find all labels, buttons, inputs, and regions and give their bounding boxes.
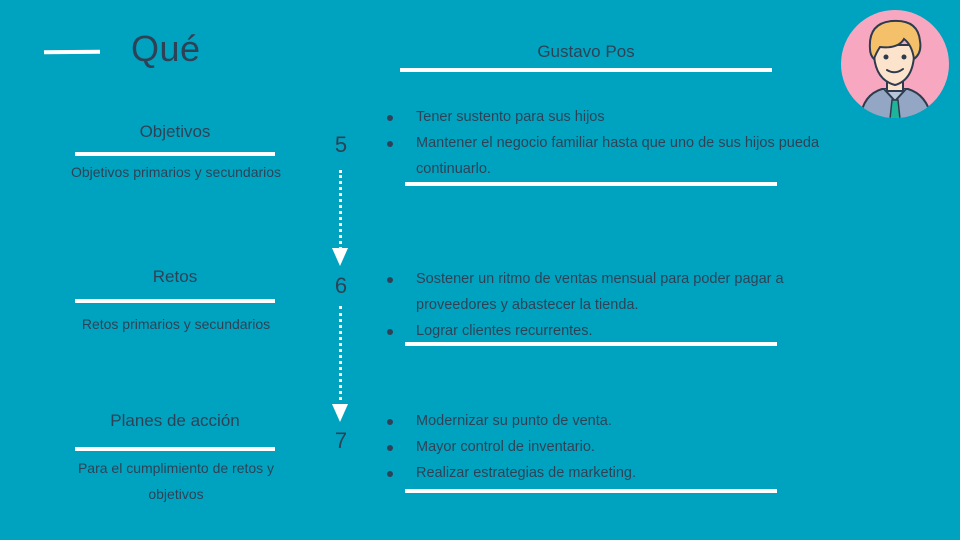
- section-description-retos: Retos primarios y secundarios: [81, 316, 271, 332]
- section-title-objetivos: Objetivos: [139, 122, 211, 141]
- title-dash-decoration: [43, 49, 101, 55]
- bullet-list-retos: Sostener un ritmo de ventas mensual para…: [384, 266, 864, 344]
- bullet-item: Lograr clientes recurrentes.: [384, 318, 864, 344]
- arrow-down-icon: [332, 248, 348, 266]
- arrow-down-icon: [332, 404, 348, 422]
- dotted-connector: [339, 306, 346, 400]
- section-description-planes: Para el cumplimiento de retos y objetivo…: [77, 460, 275, 502]
- persona-name: Gustavo Pos: [537, 42, 635, 61]
- section-underline-objetivos: [75, 152, 275, 156]
- bullet-list-planes: Modernizar su punto de venta. Mayor cont…: [384, 408, 864, 486]
- step-number-7: 7: [334, 428, 348, 453]
- bullet-item: Modernizar su punto de venta.: [384, 408, 864, 434]
- bullet-list-underline: [405, 182, 777, 186]
- section-underline-retos: [75, 299, 275, 303]
- bullet-item: Tener sustento para sus hijos: [384, 104, 864, 130]
- dotted-connector: [339, 170, 346, 250]
- section-description-objetivos: Objetivos primarios y secundarios: [70, 164, 282, 180]
- bullet-item: Realizar estrategias de marketing.: [384, 460, 864, 486]
- section-underline-planes: [75, 447, 275, 451]
- person-avatar-icon: [840, 9, 950, 119]
- page-title: Qué: [131, 28, 201, 69]
- bullet-list-objetivos: Tener sustento para sus hijos Mantener e…: [384, 104, 864, 182]
- bullet-item: Sostener un ritmo de ventas mensual para…: [384, 266, 864, 318]
- step-number-6: 6: [334, 273, 348, 298]
- bullet-list-underline: [405, 489, 777, 493]
- bullet-item: Mantener el negocio familiar hasta que u…: [384, 130, 864, 182]
- section-title-planes: Planes de acción: [110, 411, 240, 430]
- step-number-5: 5: [334, 132, 348, 157]
- bullet-item: Mayor control de inventario.: [384, 434, 864, 460]
- bullet-list-underline: [405, 342, 777, 346]
- section-title-retos: Retos: [152, 267, 198, 286]
- persona-name-underline: [400, 68, 772, 72]
